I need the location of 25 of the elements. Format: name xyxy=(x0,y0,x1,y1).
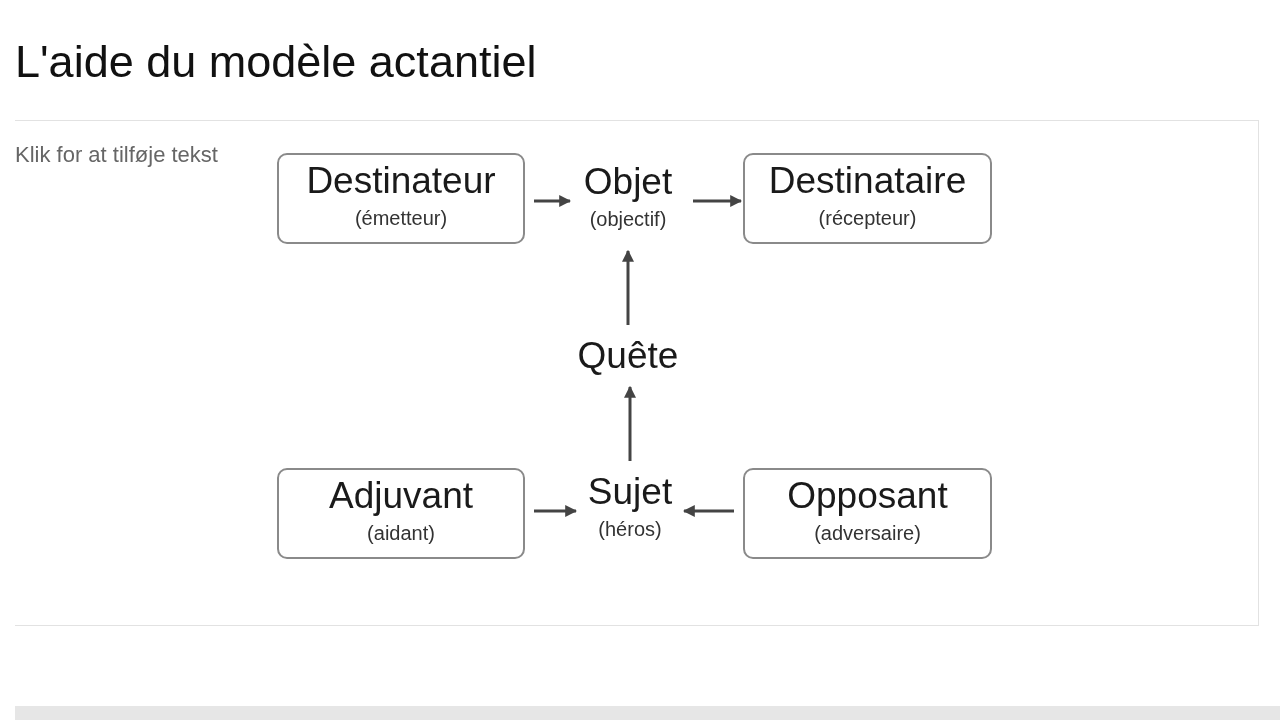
actant-name: Sujet xyxy=(587,470,673,514)
placeholder-text: Klik for at tilføje tekst xyxy=(15,142,218,168)
arrow xyxy=(534,195,572,207)
actant-role: (objectif) xyxy=(589,207,667,232)
actant-box xyxy=(277,153,525,244)
actant-name: Destinataire xyxy=(768,159,967,203)
actant-name: Opposant xyxy=(787,474,948,518)
arrow xyxy=(534,505,578,517)
actant-role: (émetteur) xyxy=(354,206,448,231)
actant-role: (adversaire) xyxy=(814,521,921,546)
actant-box xyxy=(743,153,992,244)
actant-name: Destinateur xyxy=(306,159,496,203)
arrow xyxy=(693,195,743,207)
actant-role: (aidant) xyxy=(367,521,435,546)
arrow xyxy=(622,249,634,325)
actant-box xyxy=(743,468,992,559)
actant-box xyxy=(277,468,525,559)
actant-name: Quête xyxy=(577,334,679,378)
slide-title: L'aide du modèle actantiel xyxy=(15,36,537,88)
actant-name: Adjuvant xyxy=(329,474,473,518)
actant-role: (héros) xyxy=(598,517,662,542)
actant-name: Objet xyxy=(583,160,673,204)
arrow xyxy=(624,385,636,461)
actant-role: (récepteur) xyxy=(818,206,917,231)
arrow xyxy=(682,505,734,517)
